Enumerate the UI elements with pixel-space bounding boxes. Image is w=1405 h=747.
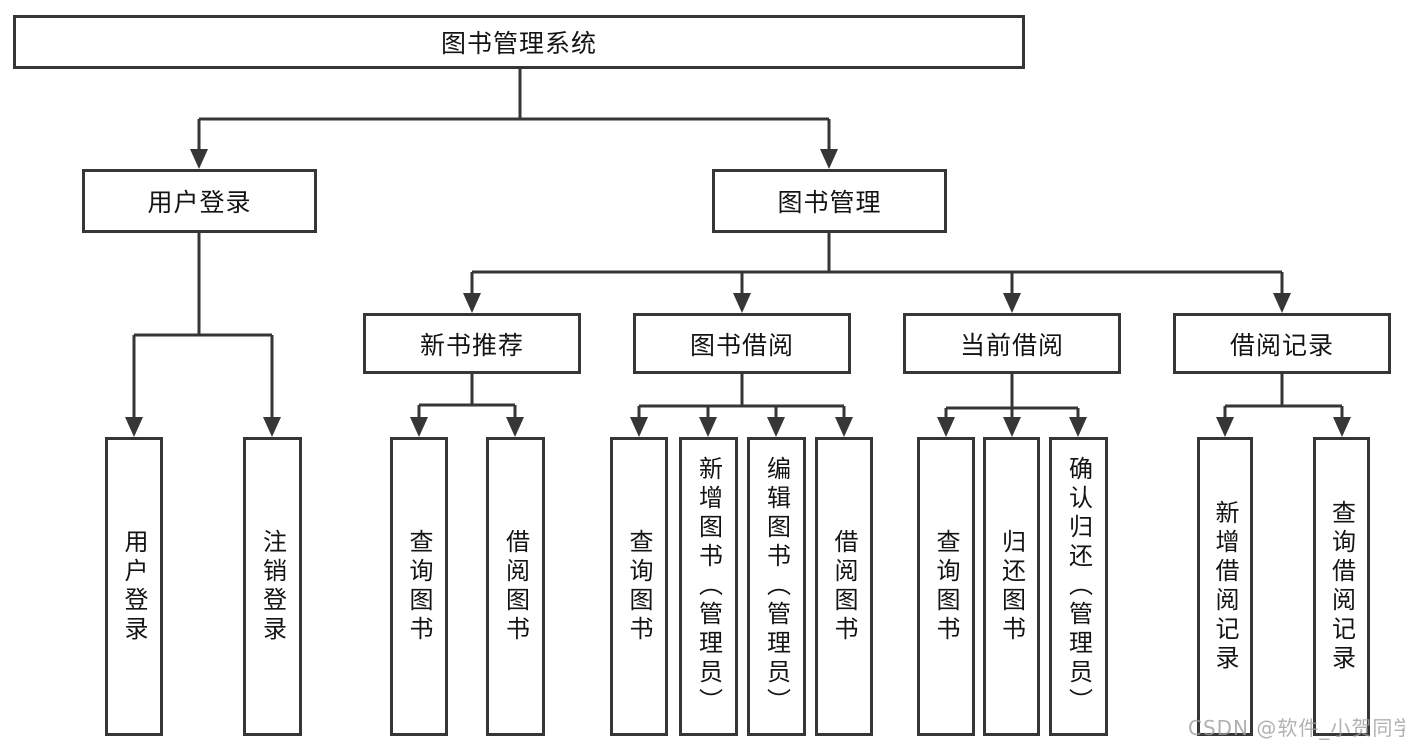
- edge-root-to-level1: [197, 69, 831, 151]
- arrowhead: [699, 417, 717, 437]
- arrowhead: [125, 417, 143, 437]
- edge-userlogin-to-leaves: [132, 233, 274, 419]
- node-user-login: 用户登录: [82, 169, 317, 233]
- leaf-borrow-books-1: 借阅图书: [486, 437, 545, 736]
- node-library-management-system: 图书管理系统: [13, 15, 1025, 69]
- arrowhead: [733, 293, 751, 313]
- arrowhead: [835, 417, 853, 437]
- arrowhead: [410, 417, 428, 437]
- arrowhead: [463, 293, 481, 313]
- arrowhead: [1216, 417, 1234, 437]
- arrowhead: [937, 417, 955, 437]
- arrowhead: [263, 417, 281, 437]
- arrowhead: [1333, 417, 1351, 437]
- leaf-query-books-1: 查询图书: [390, 437, 448, 736]
- arrowhead: [630, 417, 648, 437]
- arrowhead: [1273, 293, 1291, 313]
- leaf-borrow-books-2: 借阅图书: [815, 437, 873, 736]
- leaf-confirm-return-admin: 确认归还（管理员）: [1049, 437, 1108, 736]
- edge-bookmgmt-to-level2: [470, 233, 1284, 295]
- leaf-add-borrow-record: 新增借阅记录: [1197, 437, 1253, 736]
- arrowhead: [1003, 293, 1021, 313]
- leaf-return-books: 归还图书: [983, 437, 1040, 736]
- watermark: CSDN @软件_小贺同学: [1188, 716, 1405, 740]
- arrowhead: [506, 417, 524, 437]
- leaf-logout: 注销登录: [243, 437, 302, 736]
- node-book-borrowing: 图书借阅: [633, 313, 851, 374]
- arrowhead: [1069, 417, 1087, 437]
- leaf-query-books-3: 查询图书: [917, 437, 975, 736]
- edge-records-to-leaves: [1223, 374, 1344, 421]
- leaf-edit-books-admin: 编辑图书（管理员）: [747, 437, 806, 736]
- node-new-book-recommendation: 新书推荐: [363, 313, 581, 374]
- leaf-user-login: 用户登录: [105, 437, 163, 736]
- arrowhead: [820, 149, 838, 169]
- arrowhead: [767, 417, 785, 437]
- arrowhead: [190, 149, 208, 169]
- edge-newbook-to-leaves: [417, 374, 517, 421]
- leaf-add-books-admin: 新增图书（管理员）: [679, 437, 738, 736]
- node-current-borrowing: 当前借阅: [903, 313, 1121, 374]
- arrowheads: [125, 149, 1351, 437]
- edge-borrowing-to-leaves: [637, 374, 846, 421]
- node-book-management: 图书管理: [712, 169, 947, 233]
- arrowhead: [1003, 417, 1021, 437]
- leaf-query-books-2: 查询图书: [610, 437, 668, 736]
- leaf-query-borrow-record: 查询借阅记录: [1313, 437, 1370, 736]
- node-borrowing-records: 借阅记录: [1173, 313, 1391, 374]
- edge-current-to-leaves: [944, 374, 1080, 421]
